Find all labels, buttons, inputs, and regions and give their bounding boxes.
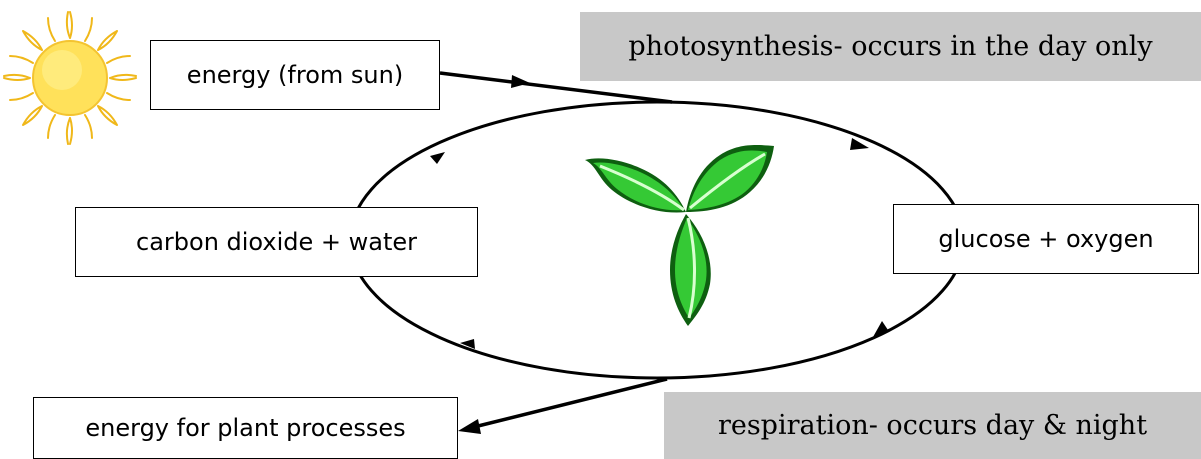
reactants-label: carbon dioxide + water: [136, 228, 417, 256]
arrowhead-top-left: [430, 152, 445, 164]
products-label: glucose + oxygen: [938, 225, 1153, 253]
leaf-bottom: [670, 214, 711, 326]
leaves-icon: [585, 145, 774, 326]
leaf-upper-right: [686, 145, 774, 212]
energy-for-plant-box: energy for plant processes: [33, 397, 458, 459]
energy-in-arrowhead: [511, 75, 530, 88]
cycle-direction-arrows: [430, 138, 888, 349]
respiration-banner-text: respiration- occurs day & night: [718, 410, 1147, 441]
leaf-upper-left: [585, 158, 686, 212]
reactants-box: carbon dioxide + water: [75, 207, 478, 277]
energy-from-sun-label: energy (from sun): [187, 61, 403, 89]
energy-for-plant-label: energy for plant processes: [85, 414, 405, 442]
photosynthesis-banner-text: photosynthesis- occurs in the day only: [628, 31, 1152, 62]
sun-icon: [4, 12, 136, 144]
photosynthesis-banner: photosynthesis- occurs in the day only: [580, 12, 1201, 81]
energy-out-arrowhead: [458, 419, 481, 434]
energy-from-sun-box: energy (from sun): [150, 40, 440, 110]
products-box: glucose + oxygen: [893, 204, 1199, 274]
energy-out-line: [470, 379, 667, 428]
respiration-banner: respiration- occurs day & night: [664, 392, 1201, 459]
